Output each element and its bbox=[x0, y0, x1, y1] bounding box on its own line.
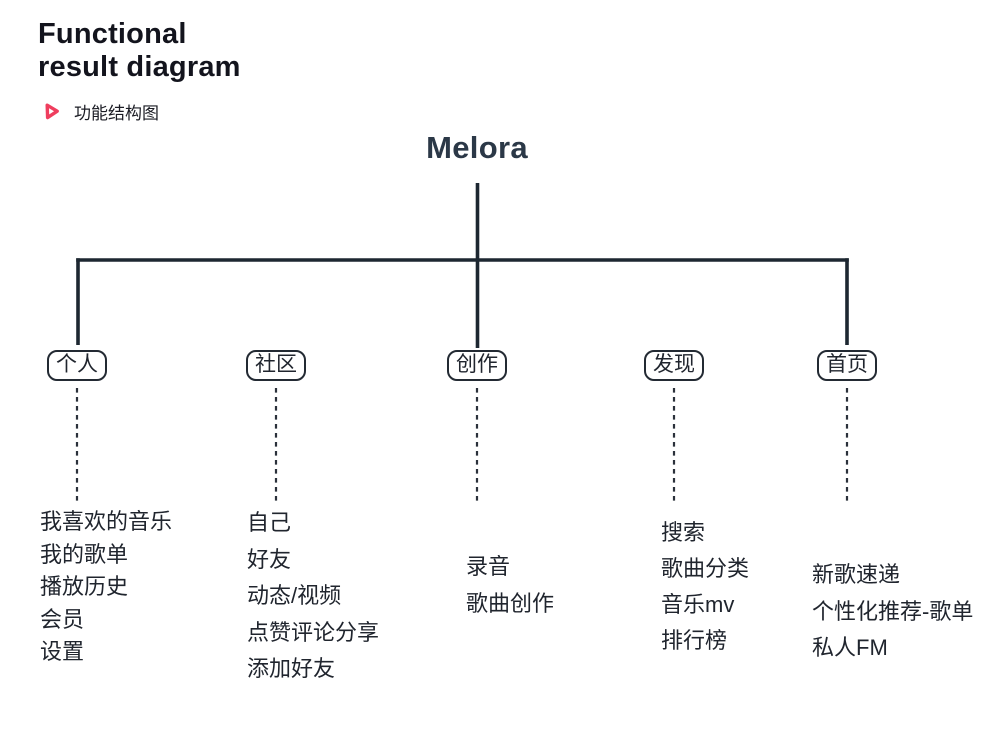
feature-list-personal: 我喜欢的音乐 我的歌单 播放历史 会员 设置 bbox=[40, 506, 172, 669]
list-item: 录音 bbox=[466, 554, 511, 579]
node-discover: 发现 bbox=[644, 350, 704, 382]
node-home: 首页 bbox=[817, 350, 877, 382]
page-title: Functional result diagram bbox=[38, 18, 241, 84]
root-node-label: Melora bbox=[426, 130, 528, 165]
list-item: 好友 bbox=[247, 546, 292, 572]
subtitle-row: 功能结构图 bbox=[40, 99, 159, 124]
list-item: 设置 bbox=[40, 639, 85, 664]
play-icon bbox=[40, 100, 63, 123]
list-item: 添加好友 bbox=[247, 656, 336, 681]
list-item: 新歌速递 bbox=[812, 562, 901, 587]
subtitle-label: 功能结构图 bbox=[74, 104, 159, 123]
list-item: 搜索 bbox=[661, 520, 706, 545]
list-item: 音乐mv bbox=[661, 592, 735, 617]
list-item: 动态/视频 bbox=[247, 583, 342, 608]
feature-list-home: 新歌速递 个性化推荐-歌单 私人FM bbox=[812, 557, 973, 667]
feature-list-community: 自己 好友 动态/视频 点赞评论分享 添加好友 bbox=[247, 505, 379, 688]
list-item: 歌曲分类 bbox=[661, 556, 750, 581]
list-item: 自己 bbox=[247, 510, 292, 535]
list-item: 歌曲创作 bbox=[466, 590, 555, 616]
feature-list-create: 录音 歌曲创作 bbox=[466, 549, 554, 622]
node-personal: 个人 bbox=[47, 350, 107, 382]
list-item: 会员 bbox=[40, 606, 85, 632]
list-item: 私人FM bbox=[812, 635, 888, 660]
list-item: 我的歌单 bbox=[40, 541, 129, 567]
list-item: 我喜欢的音乐 bbox=[40, 509, 173, 534]
list-item: 排行榜 bbox=[661, 628, 728, 653]
list-item: 播放历史 bbox=[40, 574, 129, 599]
feature-list-discover: 搜索 歌曲分类 音乐mv 排行榜 bbox=[661, 515, 749, 659]
node-create: 创作 bbox=[447, 350, 507, 382]
list-item: 个性化推荐-歌单 bbox=[812, 598, 974, 624]
node-community: 社区 bbox=[246, 350, 306, 382]
list-item: 点赞评论分享 bbox=[247, 619, 380, 645]
